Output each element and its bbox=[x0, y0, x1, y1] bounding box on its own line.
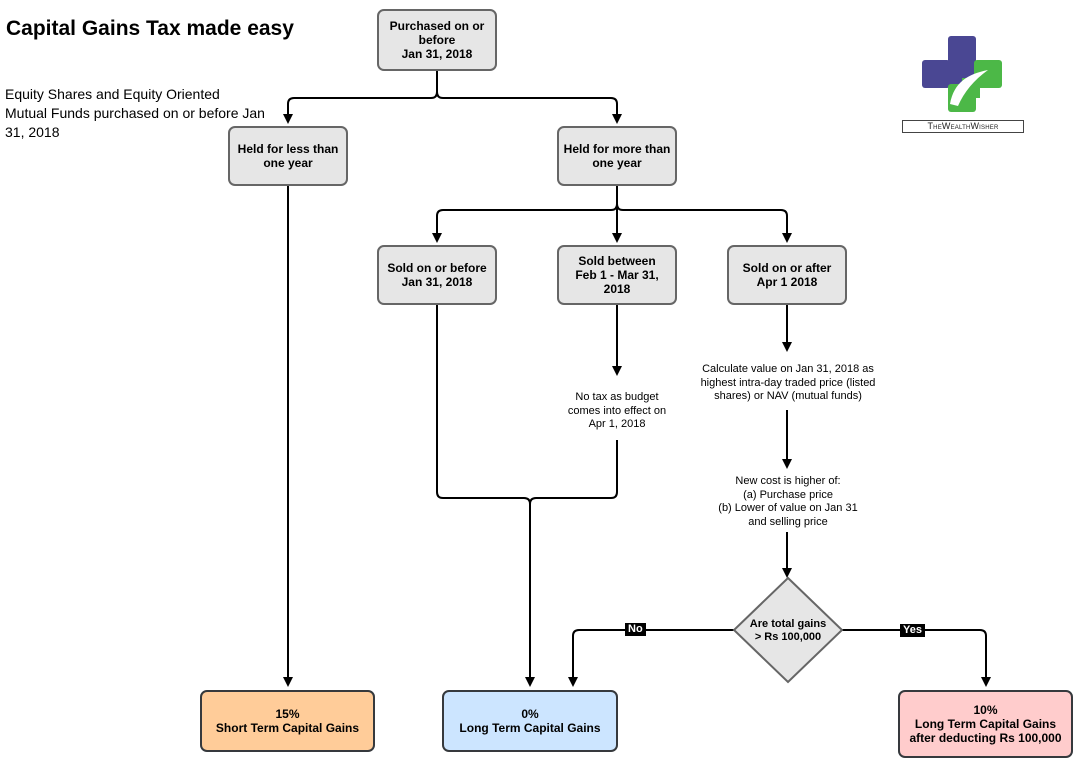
cost-note: New cost is higher of: (a) Purchase pric… bbox=[702, 475, 874, 529]
result-ltcg-ten-box: 10% Long Term Capital Gains after deduct… bbox=[898, 690, 1073, 758]
no-tax-note: No tax as budget comes into effect on Ap… bbox=[557, 391, 677, 432]
edge-decision-yes bbox=[841, 629, 991, 687]
sold-before-box: Sold on or before Jan 31, 2018 bbox=[377, 245, 497, 305]
held-more-box: Held for more than one year bbox=[557, 126, 677, 186]
result-ltcg-zero-box: 0% Long Term Capital Gains bbox=[442, 690, 618, 752]
edge-held-more-to-sold-before bbox=[432, 186, 618, 243]
purchased-box: Purchased on or before Jan 31, 2018 bbox=[377, 9, 497, 71]
decision-label: Are total gains > Rs 100,000 bbox=[749, 618, 827, 643]
calc-note: Calculate value on Jan 31, 2018 as highe… bbox=[682, 363, 894, 404]
edge-label-yes: Yes bbox=[900, 624, 925, 637]
logo-caption: TheWealthWisher bbox=[902, 120, 1024, 133]
edge-purchased-to-held-less bbox=[283, 71, 438, 124]
sold-after-box: Sold on or after Apr 1 2018 bbox=[727, 245, 847, 305]
edge-no-tax-note-to-ltcg-zero bbox=[529, 440, 618, 505]
held-less-box: Held for less than one year bbox=[228, 126, 348, 186]
sold-between-box: Sold between Feb 1 - Mar 31, 2018 bbox=[557, 245, 677, 305]
result-stcg-box: 15% Short Term Capital Gains bbox=[200, 690, 375, 752]
edge-sold-before-to-ltcg-zero bbox=[436, 305, 535, 687]
edge-purchased-to-held-more bbox=[436, 71, 622, 124]
edge-label-no: No bbox=[625, 623, 646, 636]
edge-held-more-to-sold-after bbox=[616, 186, 792, 243]
plus-cross-leaf-icon bbox=[922, 36, 1002, 112]
decision-diamond bbox=[732, 576, 844, 684]
page-title: Capital Gains Tax made easy bbox=[6, 17, 294, 40]
edge-decision-no bbox=[568, 629, 735, 687]
page-subtitle: Equity Shares and Equity Oriented Mutual… bbox=[5, 86, 265, 140]
